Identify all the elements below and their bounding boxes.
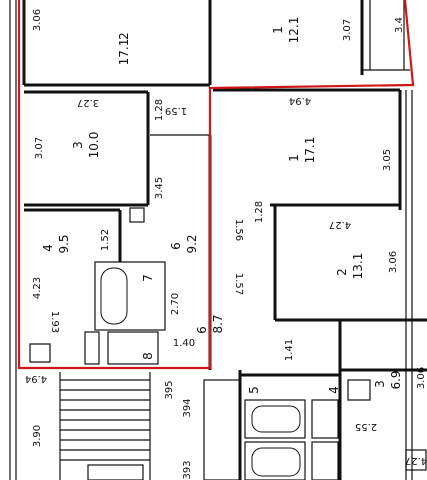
room-area-right-mid: 13.1 — [351, 253, 365, 280]
room-num-bath: 7 — [141, 274, 155, 282]
dim-left-top: 3.27 — [77, 97, 99, 108]
dim-hall-len: 2.70 — [170, 293, 181, 315]
dim-kitchen-left: 4.23 — [32, 277, 43, 299]
stair-treads — [60, 379, 150, 461]
dim-kitchen-a: 1.52 — [100, 229, 111, 251]
dim-bottom-right-side: 3.06 — [416, 367, 427, 389]
dim-corridor-top: 1.59 — [165, 105, 187, 116]
room-num-right-mid: 2 — [335, 268, 349, 276]
dim-right-top: 4.94 — [289, 95, 311, 106]
room-num-top-mid: 1 — [271, 26, 285, 34]
dim-right-side: 3.05 — [382, 149, 393, 171]
dim-right-mid-side: 3.06 — [388, 251, 399, 273]
room-area-right: 17.1 — [303, 137, 317, 164]
walls — [9, 0, 427, 480]
room-area-hall: 9.2 — [185, 234, 199, 253]
room-num-wc: 8 — [141, 352, 155, 360]
dim-bottom-left-top: 4.94 — [25, 373, 47, 384]
dim-right-hall-c: 1.41 — [284, 339, 295, 361]
dim-left-side: 3.07 — [34, 137, 45, 159]
room-area-bottom-right: 6.9 — [389, 370, 403, 389]
highlighted-apartment-outline — [17, 0, 415, 370]
room-area-left: 10.0 — [87, 132, 101, 159]
dim-left-wall: 1.28 — [154, 99, 165, 121]
room-num-left: 3 — [71, 141, 85, 149]
room-labels: 2 17.1 3.06 1 12.1 3.07 3.4 3 10.0 3.07 … — [25, 9, 427, 480]
room-area-right-hall: 8.7 — [211, 314, 225, 333]
room-num-right-hall: 6 — [195, 326, 209, 334]
room-num-kitchen: 4 — [41, 244, 55, 252]
dim-corridor-side: 3.45 — [154, 177, 165, 199]
room-num-bottom-5: 5 — [247, 386, 261, 394]
dim-hall-w: 1.40 — [173, 338, 195, 349]
dim-top-mid: 3.07 — [342, 19, 353, 41]
dim-right-mid-wall: 1.28 — [254, 201, 265, 223]
room-area-top-mid: 12.1 — [287, 17, 301, 44]
room-num-bottom-4: 4 — [327, 386, 341, 394]
room-area-kitchen: 9.5 — [57, 234, 71, 253]
room-area-top-left: 17.1 — [117, 39, 131, 66]
dim-bottom-right-b: 4.27 — [405, 455, 427, 466]
stair-level-395: 395 — [164, 380, 175, 399]
dim-bottom-right-a: 2.55 — [355, 421, 377, 432]
stair-level-394: 394 — [182, 398, 193, 417]
room-num-top-left: 2 — [117, 32, 131, 40]
dim-top-right: 3.4 — [394, 17, 405, 33]
dim-right-mid-top: 4.27 — [329, 219, 351, 230]
room-num-right: 1 — [287, 154, 301, 162]
dim-top-left: 3.06 — [32, 9, 43, 31]
dim-kitchen-b: 1.93 — [49, 311, 60, 333]
stair-level-393: 393 — [182, 460, 193, 479]
dim-right-hall-b: 1.57 — [233, 273, 244, 295]
room-num-hall: 6 — [169, 242, 183, 250]
dim-bottom-left-side: 3.90 — [32, 425, 43, 447]
dim-right-hall-a: 1.56 — [233, 219, 244, 241]
room-num-bottom-right: 3 — [373, 380, 387, 388]
